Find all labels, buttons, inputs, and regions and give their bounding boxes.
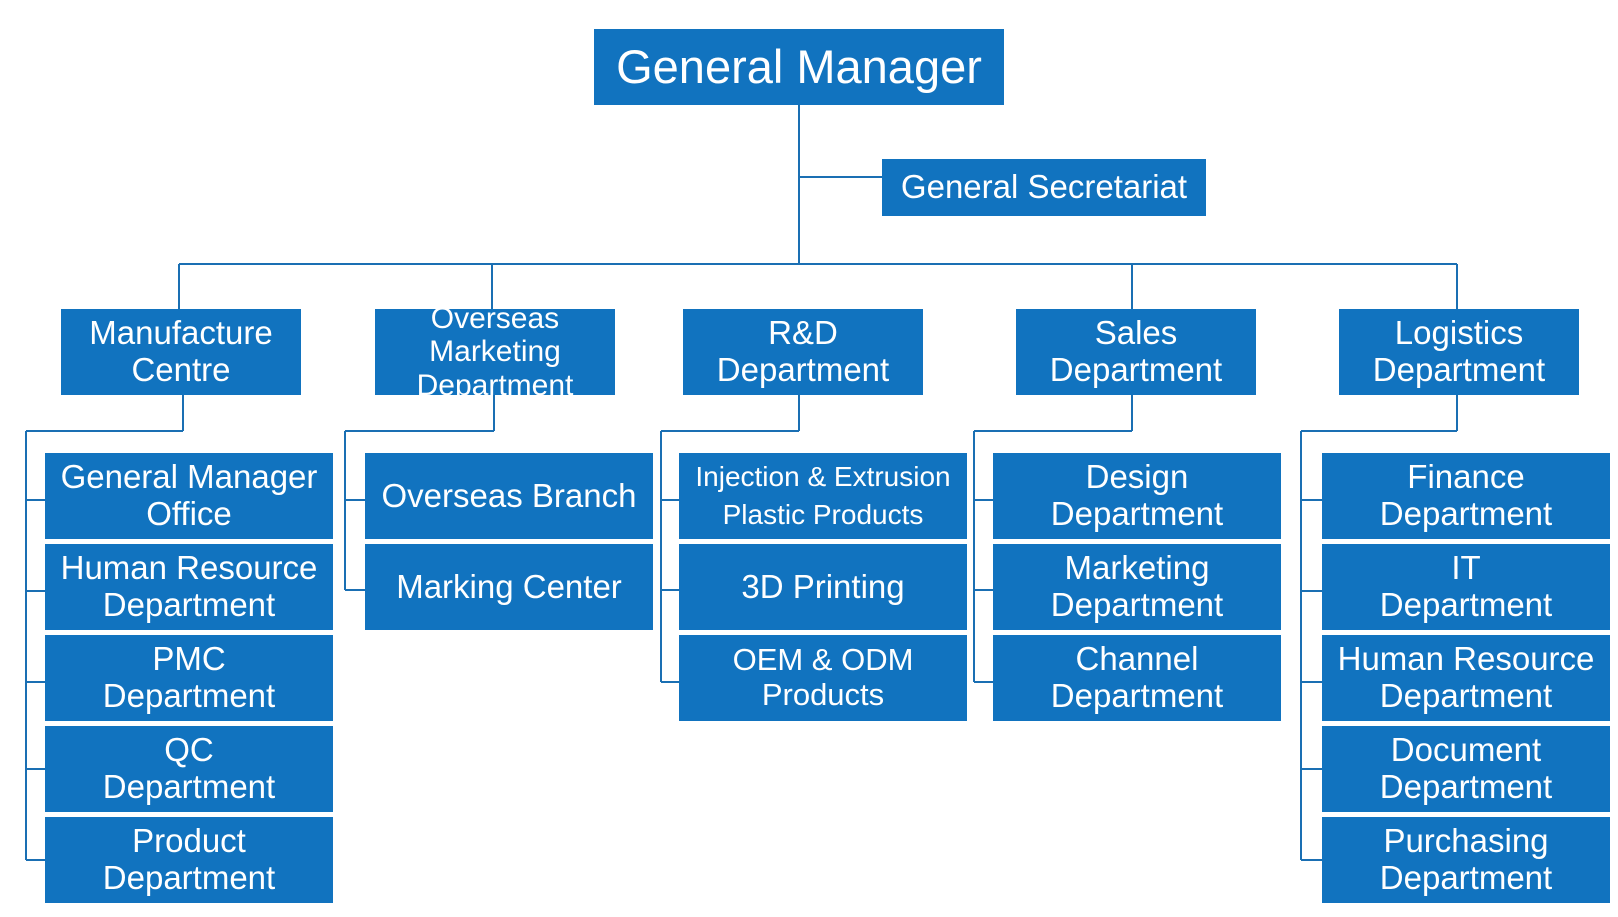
unit-channel-department: Channel Department — [993, 635, 1281, 721]
unit-document-department: Document Department — [1322, 726, 1610, 812]
overseas-marketing-box: Overseas Marketing Department — [375, 309, 615, 395]
unit-product-department: Product Department — [45, 817, 333, 903]
unit-finance-department: Finance Department — [1322, 453, 1610, 539]
unit-qc-department: QC Department — [45, 726, 333, 812]
unit-marking-center: Marking Center — [365, 544, 653, 630]
manufacture-centre-box: Manufacture Centre — [61, 309, 301, 395]
sales-department-box: Sales Department — [1016, 309, 1256, 395]
unit-log-human-resource: Human Resource Department — [1322, 635, 1610, 721]
general-secretariat-box: General Secretariat — [882, 159, 1206, 216]
unit-purchasing-department: Purchasing Department — [1322, 817, 1610, 903]
unit-marketing-department: Marketing Department — [993, 544, 1281, 630]
unit-general-manager-office: General Manager Office — [45, 453, 333, 539]
general-manager-box: General Manager — [594, 29, 1004, 105]
unit-overseas-branch: Overseas Branch — [365, 453, 653, 539]
unit-oem-odm-products: OEM & ODM Products — [679, 635, 967, 721]
unit-pmc-department: PMC Department — [45, 635, 333, 721]
unit-3d-printing: 3D Printing — [679, 544, 967, 630]
unit-design-department: Design Department — [993, 453, 1281, 539]
unit-mfg-human-resource: Human Resource Department — [45, 544, 333, 630]
logistics-department-box: Logistics Department — [1339, 309, 1579, 395]
unit-it-department: IT Department — [1322, 544, 1610, 630]
rnd-department-box: R&D Department — [683, 309, 923, 395]
unit-injection-extrusion: Injection & Extrusion Plastic Products — [679, 453, 967, 539]
